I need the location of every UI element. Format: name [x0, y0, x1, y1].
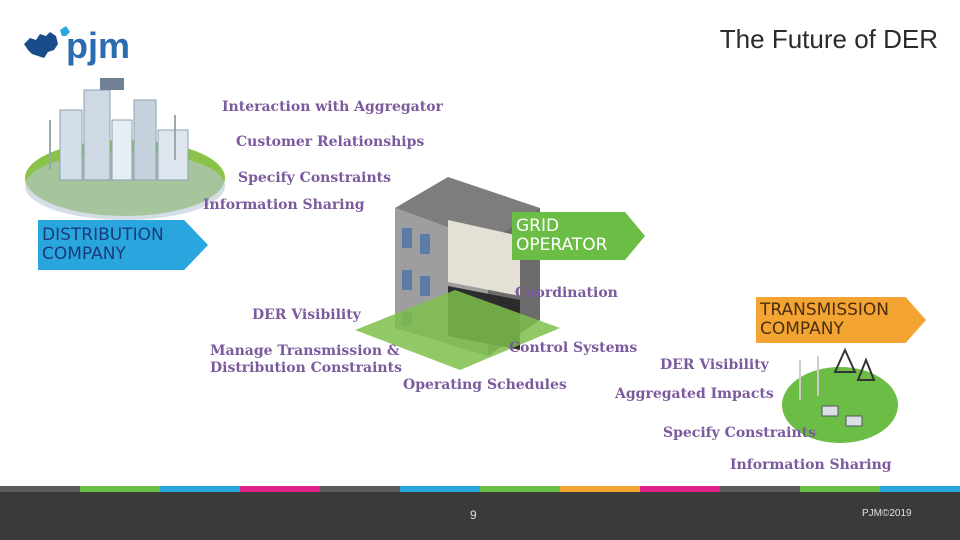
- trans-der-visibility-label: DER Visibility: [660, 357, 769, 373]
- footer-strip-segment: [240, 486, 320, 492]
- control-building-illustration: [355, 177, 560, 370]
- copyright-text: PJM©2019: [862, 508, 912, 519]
- footer-strip-segment: [320, 486, 400, 492]
- page-number: 9: [470, 508, 477, 522]
- aggregated-impacts-label: Aggregated Impacts: [615, 386, 774, 402]
- customer-relationships-label: Customer Relationships: [236, 134, 425, 150]
- footer-strip-segment: [80, 486, 160, 492]
- specify-constraints-label: Specify Constraints: [238, 170, 391, 186]
- footer-bar: [0, 492, 960, 540]
- interaction-aggregator-label: Interaction with Aggregator: [222, 99, 443, 115]
- pjm-logo: pjm: [24, 25, 130, 66]
- footer-strip-segment: [720, 486, 800, 492]
- footer-strip-segment: [800, 486, 880, 492]
- der-illustration: [25, 78, 898, 443]
- footer-strip-segment: [0, 486, 80, 492]
- manage-constraints-label-line1: Manage Transmission &: [210, 343, 400, 359]
- page-title: The Future of DER: [719, 24, 938, 54]
- distribution-company-line1: DISTRIBUTION: [42, 225, 164, 245]
- transmission-company-line2: COMPANY: [760, 319, 844, 339]
- distribution-company-arrow: DISTRIBUTION COMPANY: [38, 220, 208, 270]
- operating-schedules-label: Operating Schedules: [403, 377, 567, 393]
- grid-operator-arrow: GRID OPERATOR: [512, 212, 645, 260]
- grid-operator-line2: OPERATOR: [516, 235, 608, 255]
- control-systems-label: Control Systems: [509, 340, 638, 356]
- grid-operator-line1: GRID: [516, 216, 560, 236]
- city-illustration: [25, 78, 225, 220]
- map-icon: [24, 26, 70, 58]
- information-sharing-label: Information Sharing: [203, 197, 365, 213]
- footer-strip-segment: [880, 486, 960, 492]
- footer-strip-segment: [640, 486, 720, 492]
- transmission-company-arrow: TRANSMISSION COMPANY: [756, 297, 926, 343]
- transmission-company-line1: TRANSMISSION: [760, 300, 890, 320]
- trans-specify-constraints-label: Specify Constraints: [663, 425, 816, 441]
- distribution-company-line2: COMPANY: [42, 244, 126, 264]
- footer-strip-segment: [480, 486, 560, 492]
- footer-strip-segment: [560, 486, 640, 492]
- footer-strip-segment: [160, 486, 240, 492]
- wind-farm-illustration: [782, 347, 898, 443]
- coordination-label: Coordination: [515, 285, 618, 301]
- logo-text: pjm: [66, 25, 130, 66]
- manage-constraints-label-line2: Distribution Constraints: [210, 360, 402, 376]
- footer-color-strip: [0, 486, 960, 492]
- der-visibility-label: DER Visibility: [252, 307, 361, 323]
- trans-information-sharing-label: Information Sharing: [730, 457, 892, 473]
- footer-strip-segment: [400, 486, 480, 492]
